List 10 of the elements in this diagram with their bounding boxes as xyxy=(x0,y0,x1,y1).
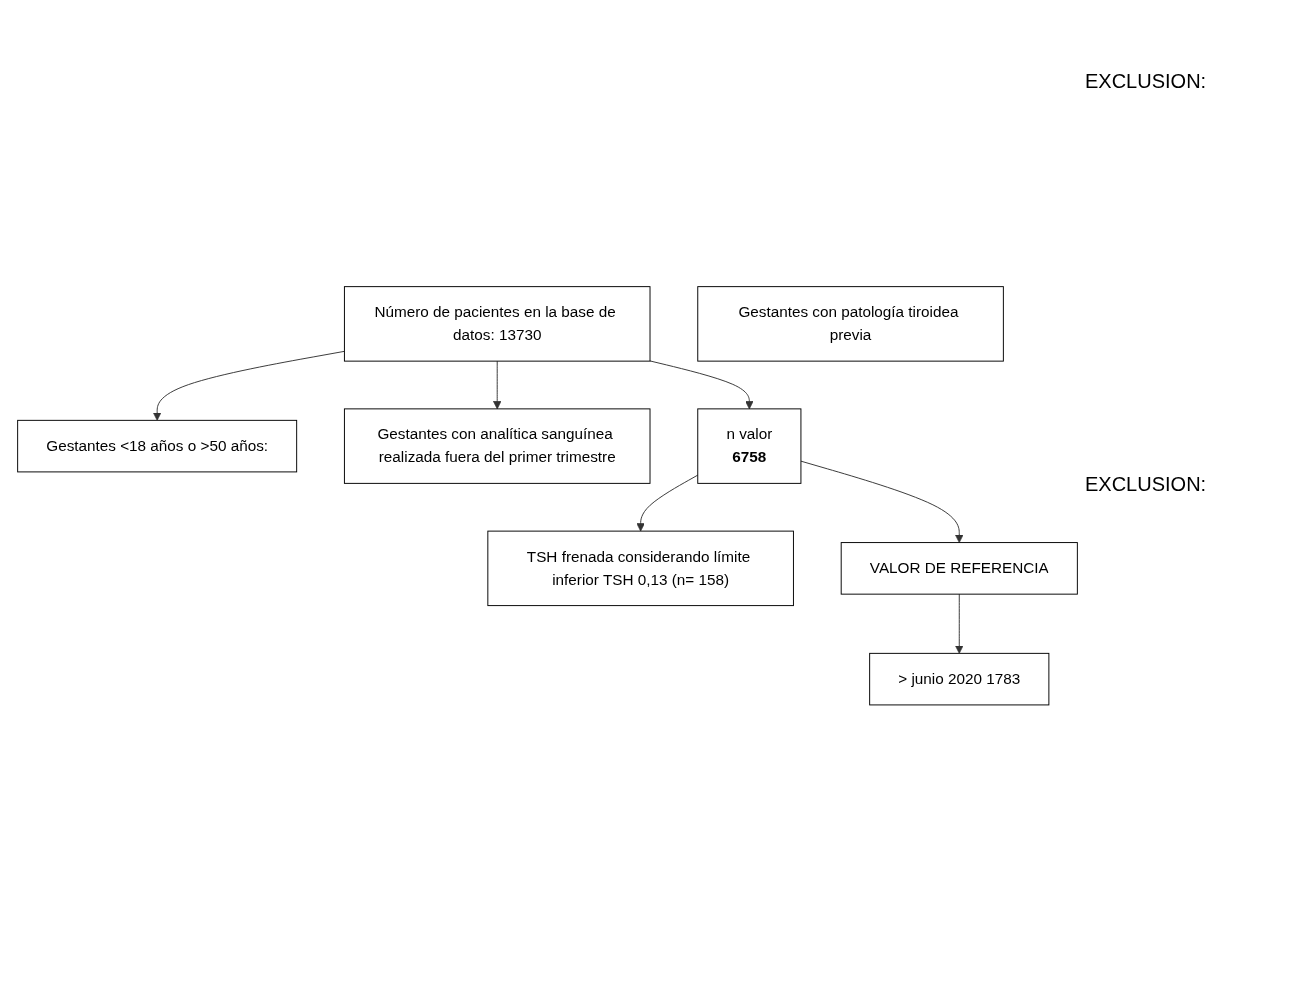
node-box: Gestantes con analítica sanguínea realizada fuera del primer trimestre xyxy=(343,408,651,485)
node-box: > junio 2020 1783 xyxy=(869,653,1050,706)
node-box: VALOR DE REFERENCIA xyxy=(840,542,1078,595)
node-box: Gestantes con patología tiroidea previa xyxy=(697,286,1004,362)
exclusion-heading: EXCLUSION: xyxy=(1085,70,1208,93)
exclusion-heading: EXCLUSION: xyxy=(1085,473,1208,496)
node-box: Número de pacientes en la base de datos: 13730 xyxy=(343,286,651,362)
node-box: n valor 6758 xyxy=(697,408,802,485)
node-box: TSH frenada considerando límite inferior TSH 0,13 (n= 158) xyxy=(487,530,794,607)
node-box: Gestantes <18 años o >50 años: xyxy=(17,420,298,473)
